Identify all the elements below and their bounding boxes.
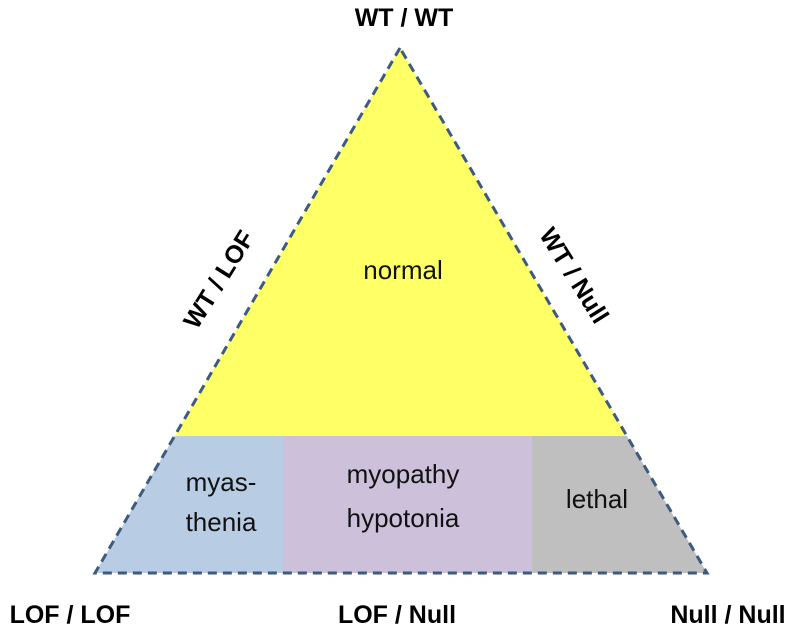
lethal-label: lethal xyxy=(566,484,628,514)
vertex-label-bottom-right: Null / Null xyxy=(670,601,785,629)
vertex-label-bottom-middle: LOF / Null xyxy=(338,601,456,629)
myopathy-label-line1: myopathy xyxy=(347,459,460,489)
myasthenia-region xyxy=(95,436,283,573)
vertex-label-top: WT / WT xyxy=(355,4,454,32)
normal-label: normal xyxy=(363,255,442,285)
myopathy-label-line2: hypotonia xyxy=(347,503,460,533)
myasthenia-label-line2: thenia xyxy=(186,507,257,537)
normal-region xyxy=(95,48,707,436)
triangle-border xyxy=(92,45,710,575)
myasthenia-label-line1: myas- xyxy=(186,467,257,497)
vertex-label-bottom-left: LOF / LOF xyxy=(10,601,131,629)
myopathy-region xyxy=(283,436,532,573)
